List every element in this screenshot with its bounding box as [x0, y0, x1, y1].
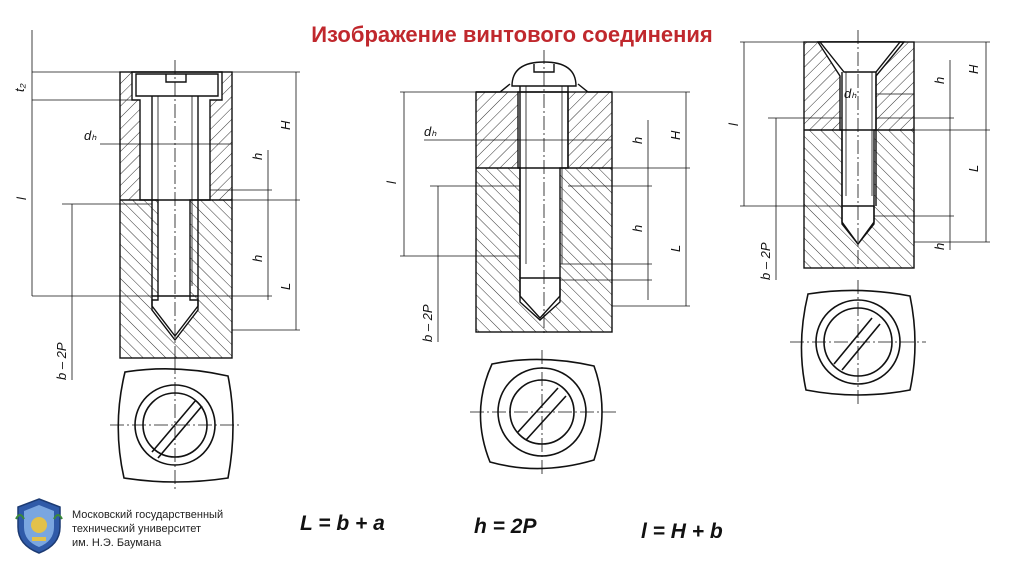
label-h-3b: h [932, 243, 947, 250]
slide-title: Изображение винтового соединения [311, 22, 713, 47]
label-H-3: H [966, 64, 981, 74]
label-h-3a: h [932, 77, 947, 84]
view-countersunk-head [740, 30, 990, 280]
university-line-3: им. Н.Э. Баумана [72, 537, 162, 549]
label-l-3: l [726, 122, 741, 126]
label-b2p-3: b – 2P [758, 242, 773, 280]
formula-l: l = H + b [641, 520, 723, 543]
label-t2: t₂ [12, 83, 27, 92]
university-line-1: Московский государственный [72, 509, 224, 521]
label-dh-1: dₕ [84, 128, 97, 143]
view-round-head [400, 50, 690, 342]
label-b2p-2: b – 2P [420, 304, 435, 342]
formula-L: L = b + a [300, 512, 385, 535]
label-L-1: L [278, 283, 293, 290]
label-h-2a: h [630, 137, 645, 144]
top-view-2 [470, 350, 616, 476]
label-l-2: l [384, 180, 399, 184]
label-dh-2: dₕ [424, 124, 437, 139]
label-h-2b: h [630, 225, 645, 232]
label-b2p-1: b – 2P [54, 342, 69, 380]
label-h-1a: h [250, 153, 265, 160]
dimension-labels: t₂ l dₕ b – 2P H h h L l dₕ b – 2P H h h… [12, 64, 981, 380]
university-name: Московский государственный технический у… [72, 508, 223, 550]
view-cylindrical-head [31, 30, 300, 380]
label-H-2: H [668, 130, 683, 140]
university-crest-icon [15, 498, 63, 554]
top-view-1 [110, 360, 240, 490]
label-dh-3: dₕ [844, 86, 857, 101]
top-view-3 [790, 280, 926, 404]
label-h-1b: h [250, 255, 265, 262]
label-L-2: L [668, 245, 683, 252]
label-l-1: l [14, 196, 29, 200]
label-L-3: L [966, 165, 981, 172]
label-H-1: H [278, 120, 293, 130]
formula-h: h = 2P [474, 515, 537, 538]
university-line-2: технический университет [72, 523, 202, 535]
